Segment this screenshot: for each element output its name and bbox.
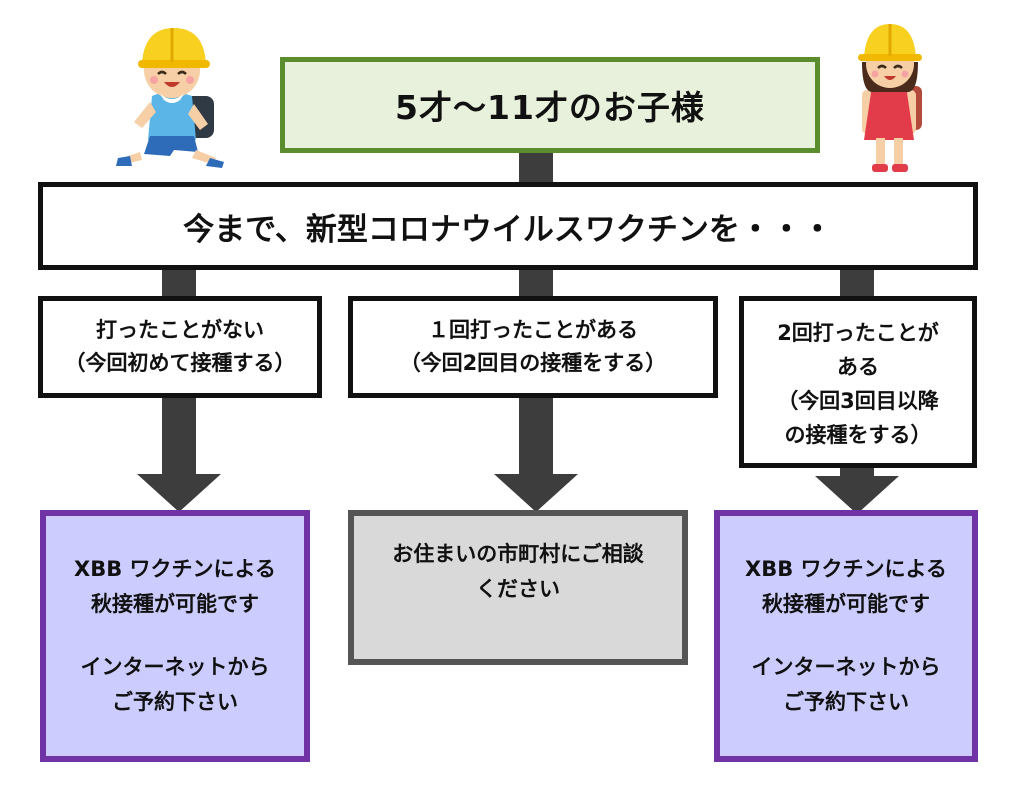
arrow-head-right <box>815 476 899 514</box>
arrow-shaft-left <box>162 396 196 476</box>
result-line: ご予約下さい <box>783 690 909 714</box>
connector-header-left <box>162 268 196 298</box>
condition-line: 打ったことがない <box>96 318 264 342</box>
arrow-head-center <box>494 474 578 512</box>
connector-title-to-header <box>519 150 553 184</box>
vaccination-history-header: 今まで、新型コロナウイルスワクチンを・・・ <box>38 182 978 270</box>
result-line: ください <box>476 576 560 601</box>
result-line: インターネットから <box>751 655 941 679</box>
boy-with-helmet-illustration <box>116 28 224 168</box>
result-xbb-booking-left: XBB ワクチンによる 秋接種が可能です インターネットから ご予約下さい <box>40 510 310 762</box>
connector-header-center <box>519 268 553 298</box>
result-xbb-booking-right: XBB ワクチンによる 秋接種が可能です インターネットから ご予約下さい <box>714 510 978 762</box>
condition-line: の接種をする） <box>784 423 932 447</box>
target-age-title: 5才～11才のお子様 <box>280 57 820 153</box>
result-line: XBB ワクチンによる <box>74 557 276 581</box>
connector-header-right <box>840 268 874 298</box>
result-line: お住まいの市町村にご相談 <box>392 541 644 566</box>
condition-never-vaccinated: 打ったことがない （今回初めて接種する） <box>38 296 322 398</box>
condition-line: （今回初めて接種する） <box>64 351 296 375</box>
result-line: インターネットから <box>80 655 270 679</box>
condition-line: １回打ったことがある <box>428 318 638 342</box>
condition-vaccinated-once: １回打ったことがある （今回2回目の接種をする） <box>348 296 718 398</box>
condition-line: ある <box>837 355 879 379</box>
arrow-head-left <box>137 474 221 512</box>
girl-with-helmet-illustration <box>858 24 922 172</box>
condition-vaccinated-twice: 2回打ったことが ある （今回3回目以降 の接種をする） <box>739 296 977 468</box>
condition-line: 2回打ったことが <box>777 321 939 345</box>
result-line: ご予約下さい <box>112 690 238 714</box>
result-line: 秋接種が可能です <box>762 592 930 616</box>
result-line: XBB ワクチンによる <box>745 557 947 581</box>
condition-line: （今回3回目以降 <box>777 389 939 413</box>
target-age-title-text: 5才～11才のお子様 <box>395 88 705 127</box>
arrow-shaft-center <box>519 396 553 476</box>
arrow-shaft-right <box>840 466 874 478</box>
result-line: 秋接種が可能です <box>91 592 259 616</box>
condition-line: （今回2回目の接種をする） <box>399 351 667 375</box>
result-consult-municipality: お住まいの市町村にご相談 ください <box>348 510 688 665</box>
vaccination-history-header-text: 今まで、新型コロナウイルスワクチンを・・・ <box>183 211 833 248</box>
